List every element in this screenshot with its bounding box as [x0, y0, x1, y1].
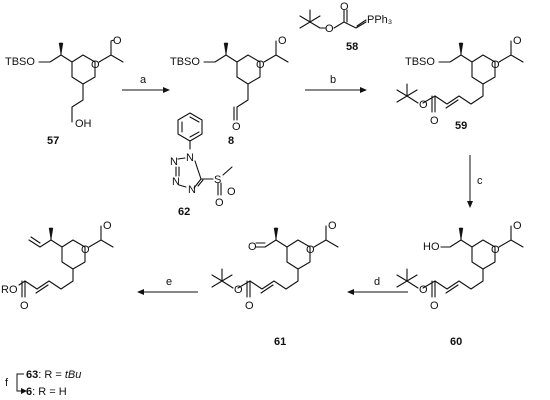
compound-number: 61 [274, 336, 286, 348]
ester-group-label: RO [1, 284, 18, 296]
reagent-c: c [477, 175, 483, 187]
legend-number-6: 6 [26, 386, 32, 398]
ester-carbonyl-oxygen: O [245, 300, 254, 312]
carbonyl-oxygen: O [513, 35, 522, 47]
arrow-a: a [122, 74, 170, 93]
reagent-e: e [166, 276, 172, 288]
tetrazole-n4: N [188, 184, 196, 196]
legend-text-6: : R = H [32, 386, 67, 398]
ester-oxygen: O [234, 284, 243, 296]
tetrazole-n3: N [172, 176, 180, 188]
ester-carbonyl-oxygen: O [430, 300, 439, 312]
legend-text-63: : R = [38, 369, 65, 381]
arrow-e: e [137, 276, 198, 295]
compound-59: TBSO O O O O 59 [396, 35, 524, 132]
compound-8: TBSO O O O 8 [170, 35, 289, 147]
ester-oxygen: O [419, 99, 428, 111]
reagent-b: b [330, 74, 336, 86]
sulfonyl-o1: O [227, 186, 236, 198]
compound-61: O O O O O 61 [211, 220, 339, 348]
tbso-label: TBSO [170, 56, 200, 68]
arrow-d: d [347, 276, 408, 295]
carbonyl-oxygen: O [513, 220, 522, 232]
compound-number: 62 [178, 206, 190, 218]
carbonyl-oxygen: O [278, 35, 287, 47]
compound-number: 57 [47, 135, 59, 147]
ester-carbonyl-oxygen: O [430, 115, 439, 127]
compound-number: 60 [450, 336, 462, 348]
tetrazole-n1: N [186, 152, 194, 164]
product-legend: 63: R = tBu 6: R = H f [5, 369, 81, 398]
legend-line-63: 63: R = tBu [26, 369, 81, 381]
reagent-d: d [374, 276, 380, 288]
aldehyde-oxygen: O [232, 121, 241, 133]
carbonyl-oxygen: O [103, 220, 112, 232]
ester-carbonyl-oxygen: O [20, 300, 29, 312]
tetrazole-n2: N [170, 156, 178, 168]
compound-number: 8 [228, 135, 234, 147]
legend-line-6: 6: R = H [26, 386, 67, 398]
reagent-a: a [140, 74, 147, 86]
compound-number: 58 [346, 41, 358, 53]
ylide-label: PPh₃ [367, 14, 392, 26]
compound-60: HO O O O O 60 [396, 220, 524, 348]
reagent-58: O O PPh₃ 58 [299, 1, 392, 53]
arrow-b: b [305, 74, 367, 93]
reagent-f: f [5, 377, 9, 389]
compound-number: 59 [455, 120, 467, 132]
hydroxyl-label: OH [75, 118, 92, 130]
tbso-label: TBSO [405, 56, 435, 68]
ester-oxygen: O [325, 23, 334, 35]
aldehyde-oxygen: O [248, 241, 257, 253]
carbonyl-oxygen: O [113, 35, 122, 47]
ester-oxygen: O [419, 284, 428, 296]
compound-63-6: O O RO O [1, 220, 114, 312]
tbso-label: TBSO [5, 56, 35, 68]
arrow-c: c [467, 155, 483, 208]
sulfonyl-s: S [214, 174, 221, 186]
reagent-62: N N N N S O O 62 [170, 112, 236, 218]
sulfonyl-o2: O [215, 197, 224, 209]
legend-r-63: tBu [65, 369, 82, 381]
legend-number-63: 63 [26, 369, 38, 381]
carbonyl-oxygen: O [328, 220, 337, 232]
carbonyl-oxygen: O [340, 1, 349, 13]
hydroxyl-label: HO [423, 241, 440, 253]
compound-57: TBSO O O OH 57 [5, 35, 124, 147]
